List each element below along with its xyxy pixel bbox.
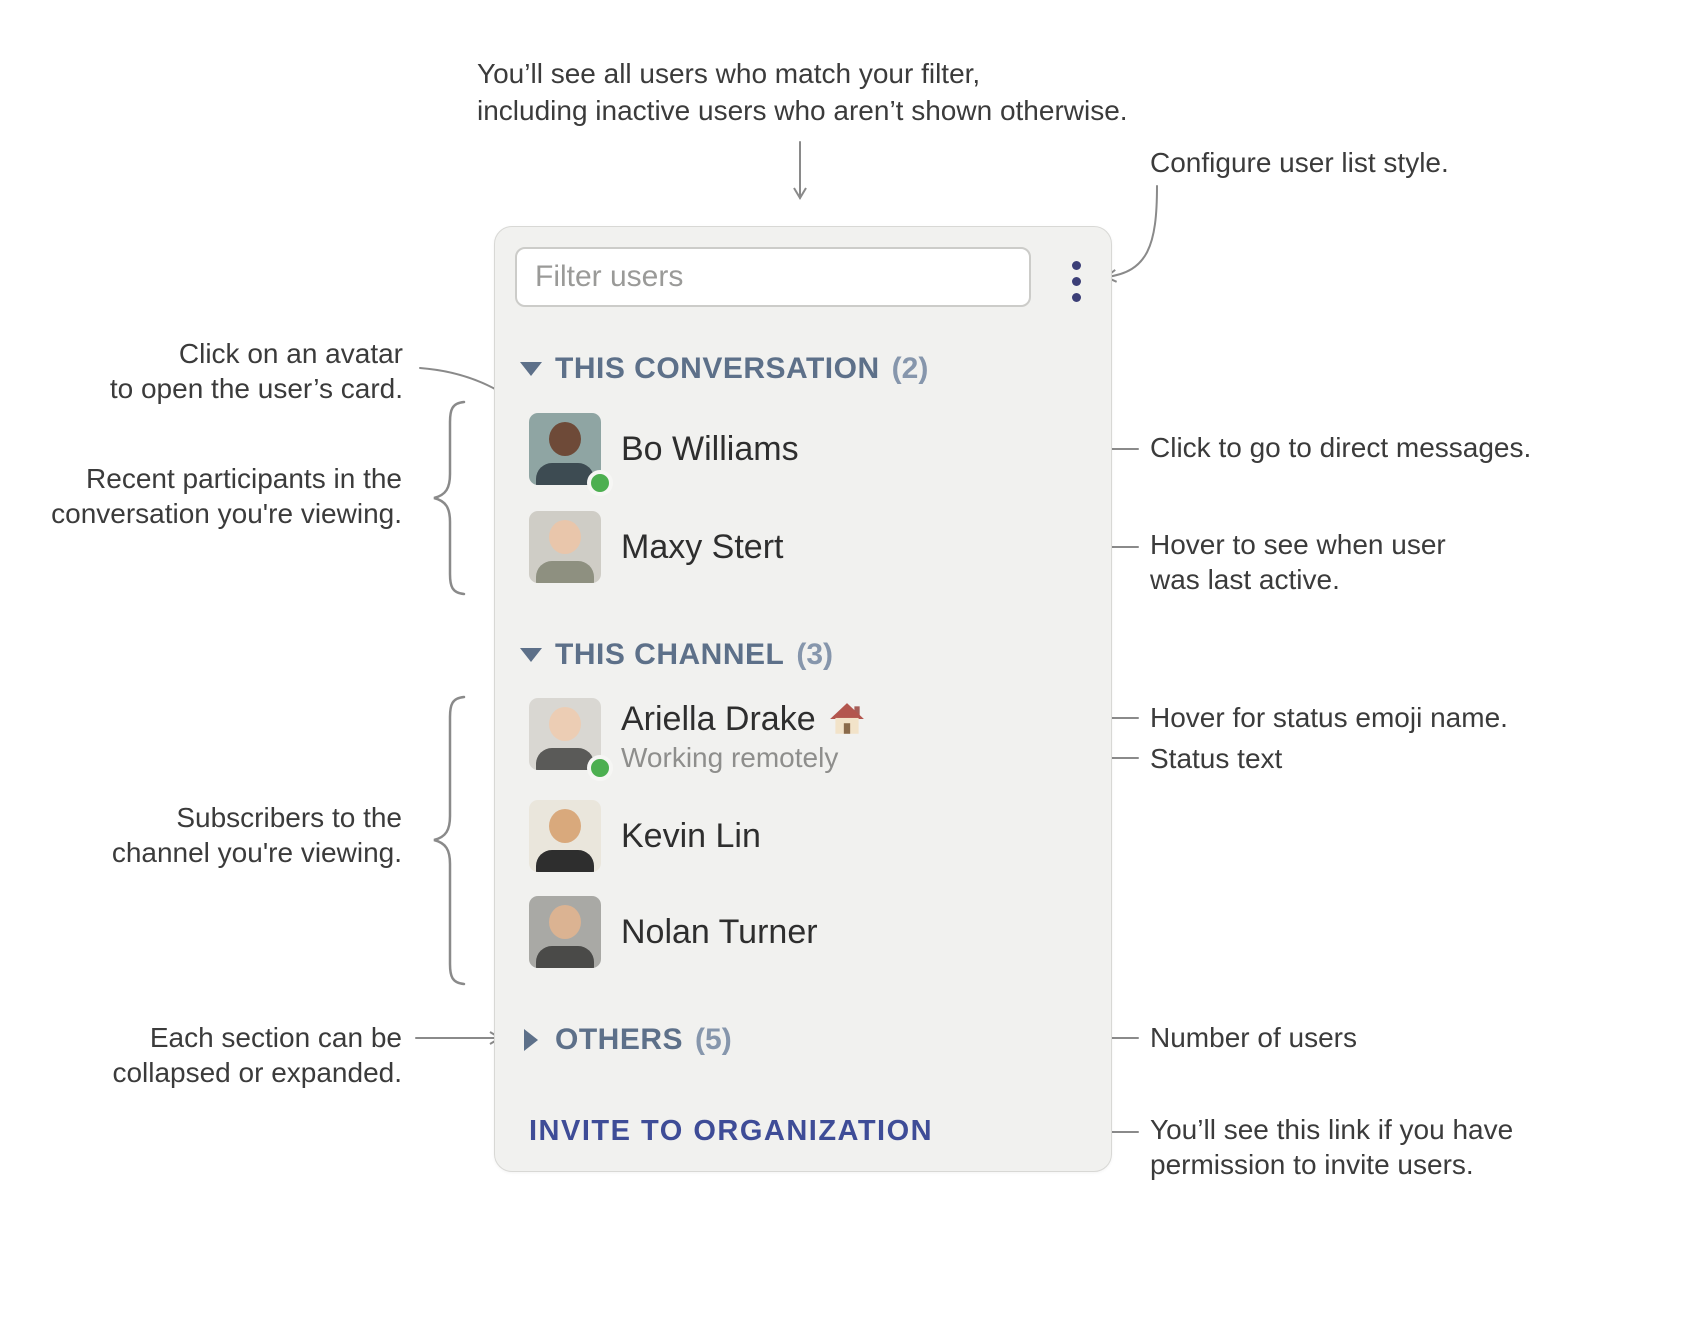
note-line: You’ll see this link if you have <box>1150 1114 1514 1145</box>
note-status-text: Status text <box>1150 741 1282 776</box>
note-line: conversation you're viewing. <box>51 498 402 529</box>
note-line: was last active. <box>1150 564 1340 595</box>
online-presence-dot <box>587 755 613 781</box>
note-line: permission to invite users. <box>1150 1149 1474 1180</box>
brace-subscribers <box>433 695 466 986</box>
user-list-panel: THIS CONVERSATION (2) Bo Williams Maxy S… <box>494 226 1112 1172</box>
user-row-ariella-drake: Ariella Drake Working remotely <box>529 698 866 781</box>
note-invite-permission: You’ll see this link if you have permiss… <box>1150 1112 1513 1182</box>
note-line: Subscribers to the <box>176 802 402 833</box>
avatar-image <box>529 698 601 770</box>
note-line: Each section can be <box>149 1022 402 1053</box>
note-line: Recent participants in the <box>86 463 402 494</box>
avatar-image <box>529 800 601 872</box>
note-filter-results: You’ll see all users who match your filt… <box>477 55 1128 129</box>
user-row-kevin-lin: Kevin Lin <box>529 800 761 872</box>
note-collapsible-sections: Each section can be collapsed or expande… <box>100 1020 402 1090</box>
user-name[interactable]: Bo Williams <box>621 429 799 468</box>
note-last-active: Hover to see when user was last active. <box>1150 527 1446 597</box>
note-line: Click to go to direct messages. <box>1150 432 1532 463</box>
connector-configure-note <box>1104 185 1158 283</box>
note-subscribers: Subscribers to the channel you're viewin… <box>100 800 402 870</box>
section-count: (2) <box>891 352 929 385</box>
avatar-image <box>529 413 601 485</box>
online-presence-dot <box>587 470 613 496</box>
section-header-this-channel[interactable]: THIS CHANNEL (3) <box>519 637 833 673</box>
section-label: OTHERS <box>555 1023 684 1056</box>
user-status-text: Working remotely <box>621 742 839 773</box>
section-header-others[interactable]: OTHERS (5) <box>519 1022 732 1058</box>
kebab-menu-icon <box>1071 260 1081 270</box>
kebab-menu-icon <box>1071 292 1081 302</box>
note-status-emoji: Hover for status emoji name. <box>1150 700 1508 735</box>
section-label: THIS CHANNEL <box>555 638 785 671</box>
avatar-maxy-stert[interactable] <box>529 511 601 583</box>
user-row-bo-williams: Bo Williams <box>529 413 799 496</box>
collapse-triangle-icon <box>519 648 543 662</box>
section-header-this-conversation[interactable]: THIS CONVERSATION (2) <box>519 351 928 387</box>
note-line: Hover for status emoji name. <box>1150 702 1508 733</box>
avatar-kevin-lin[interactable] <box>529 800 601 872</box>
invite-to-organization-link[interactable]: INVITE TO ORGANIZATION <box>529 1115 934 1147</box>
section-count: (5) <box>695 1023 732 1056</box>
user-row-maxy-stert: Maxy Stert <box>529 511 783 583</box>
filter-users-input[interactable] <box>515 247 1031 307</box>
section-count: (3) <box>796 638 834 671</box>
status-emoji-house-icon[interactable] <box>828 700 866 738</box>
avatar-bo-williams[interactable] <box>529 413 613 496</box>
note-line: collapsed or expanded. <box>112 1057 402 1088</box>
note-line: Hover to see when user <box>1150 529 1446 560</box>
section-label: THIS CONVERSATION <box>555 352 880 385</box>
note-line: to open the user’s card. <box>109 373 403 404</box>
note-line: Number of users <box>1150 1022 1357 1053</box>
note-configure-style: Configure user list style. <box>1150 145 1449 180</box>
note-line: including inactive users who aren’t show… <box>477 95 1128 126</box>
user-list-style-menu-button[interactable] <box>1052 253 1100 309</box>
user-name[interactable]: Nolan Turner <box>621 912 818 951</box>
note-line: Click on an avatar <box>178 338 403 369</box>
note-line: channel you're viewing. <box>111 837 402 868</box>
brace-participants <box>433 400 466 596</box>
user-name[interactable]: Kevin Lin <box>621 816 761 855</box>
avatar-nolan-turner[interactable] <box>529 896 601 968</box>
user-name[interactable]: Ariella Drake <box>621 700 816 738</box>
note-line: Configure user list style. <box>1150 147 1449 178</box>
expand-triangle-icon <box>519 1029 543 1051</box>
user-row-nolan-turner: Nolan Turner <box>529 896 818 968</box>
collapse-triangle-icon <box>519 362 543 376</box>
note-user-count: Number of users <box>1150 1020 1357 1055</box>
note-line: Status text <box>1150 743 1283 774</box>
note-avatar-card: Click on an avatar to open the user’s ca… <box>103 336 403 406</box>
avatar-image <box>529 896 601 968</box>
note-recent-participants: Recent participants in the conversation … <box>40 461 402 531</box>
note-line: You’ll see all users who match your filt… <box>477 58 981 89</box>
kebab-menu-icon <box>1071 276 1081 286</box>
avatar-image <box>529 511 601 583</box>
avatar-ariella-drake[interactable] <box>529 698 613 781</box>
note-direct-messages: Click to go to direct messages. <box>1150 430 1531 465</box>
user-name[interactable]: Maxy Stert <box>621 527 784 566</box>
